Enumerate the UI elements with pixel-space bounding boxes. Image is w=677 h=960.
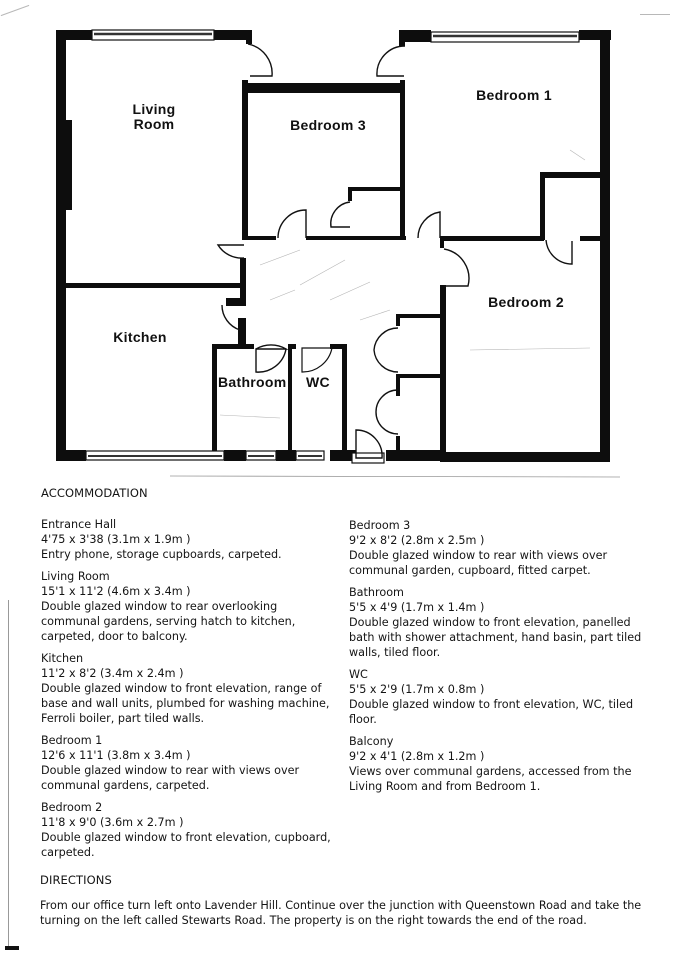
scan-line [169,475,621,478]
room-entry-balcony: Balcony 9'2 x 4'1 (2.8m x 1.2m ) Views o… [349,734,649,794]
accommodation-left-column: Entrance Hall 4'75 x 3'38 (3.1m x 1.9m )… [41,517,333,867]
room-entry-entrance-hall: Entrance Hall 4'75 x 3'38 (3.1m x 1.9m )… [41,517,333,562]
room-dimensions: 12'6 x 11'1 (3.8m x 3.4m ) [41,749,191,762]
room-description: Double glazed window to front elevation,… [41,831,331,859]
room-entry-wc: WC 5'5 x 2'9 (1.7m x 0.8m ) Double glaze… [349,667,649,727]
directions-heading: DIRECTIONS [40,873,112,887]
room-name: Bedroom 2 [41,801,103,814]
scan-noise [219,149,591,419]
room-entry-living-room: Living Room 15'1 x 11'2 (4.6m x 3.4m ) D… [41,569,333,644]
room-dimensions: 5'5 x 2'9 (1.7m x 0.8m ) [349,683,485,696]
room-entry-bathroom: Bathroom 5'5 x 4'9 (1.7m x 1.4m ) Double… [349,585,649,660]
room-name: Bathroom [349,586,404,599]
room-description: Double glazed window to front elevation,… [41,682,330,725]
room-name: Entrance Hall [41,518,117,531]
room-dimensions: 11'8 x 9'0 (3.6m x 2.7m ) [41,816,184,829]
room-entry-bedroom-2: Bedroom 2 11'8 x 9'0 (3.6m x 2.7m ) Doub… [41,800,333,860]
room-label-wc: WC [306,374,330,390]
room-entry-bedroom-3: Bedroom 3 9'2 x 8'2 (2.8m x 2.5m ) Doubl… [349,518,649,578]
room-description: Double glazed window to rear with views … [41,764,300,792]
floor-plan: Living Room Bedroom 3 Bedroom 1 Bedroom … [56,29,621,478]
room-entry-kitchen: Kitchen 11'2 x 8'2 (3.4m x 2.4m ) Double… [41,651,333,726]
scan-margin-mark [5,946,19,950]
scan-corner-line-right [640,14,670,15]
room-name: Bedroom 3 [349,519,411,532]
room-description: Double glazed window to front elevation,… [349,616,642,659]
room-entry-bedroom-1: Bedroom 1 12'6 x 11'1 (3.8m x 3.4m ) Dou… [41,733,333,793]
room-name: WC [349,668,368,681]
room-dimensions: 9'2 x 4'1 (2.8m x 1.2m ) [349,750,485,763]
room-description: Double glazed window to rear overlooking… [41,600,296,643]
room-name: Bedroom 1 [41,734,103,747]
room-name: Living Room [41,570,110,583]
room-description: Double glazed window to rear with views … [349,549,608,577]
room-label-bedroom-2: Bedroom 2 [488,294,564,310]
room-description: Entry phone, storage cupboards, carpeted… [41,548,282,561]
scan-margin-line [8,600,9,948]
windows [85,29,580,464]
walls [56,30,611,462]
room-description: Views over communal gardens, accessed fr… [349,765,632,793]
room-label-bedroom-1: Bedroom 1 [476,87,552,103]
room-label-kitchen: Kitchen [113,329,167,345]
accommodation-right-column: Bedroom 3 9'2 x 8'2 (2.8m x 2.5m ) Doubl… [349,518,649,801]
floor-plan-drawing [56,29,621,478]
room-dimensions: 11'2 x 8'2 (3.4m x 2.4m ) [41,667,184,680]
room-dimensions: 9'2 x 8'2 (2.8m x 2.5m ) [349,534,485,547]
directions-text: From our office turn left onto Lavender … [40,899,642,927]
room-dimensions: 5'5 x 4'9 (1.7m x 1.4m ) [349,601,485,614]
doors [216,43,573,459]
room-description: Double glazed window to front elevation,… [349,698,634,726]
room-name: Kitchen [41,652,84,665]
room-dimensions: 4'75 x 3'38 (3.1m x 1.9m ) [41,533,191,546]
room-label-living-room: Living Room [132,101,176,132]
room-dimensions: 15'1 x 11'2 (4.6m x 3.4m ) [41,585,191,598]
accommodation-heading: ACCOMMODATION [41,486,148,500]
room-label-bathroom: Bathroom [218,374,287,390]
room-name: Balcony [349,735,394,748]
room-label-bedroom-3: Bedroom 3 [290,117,366,133]
